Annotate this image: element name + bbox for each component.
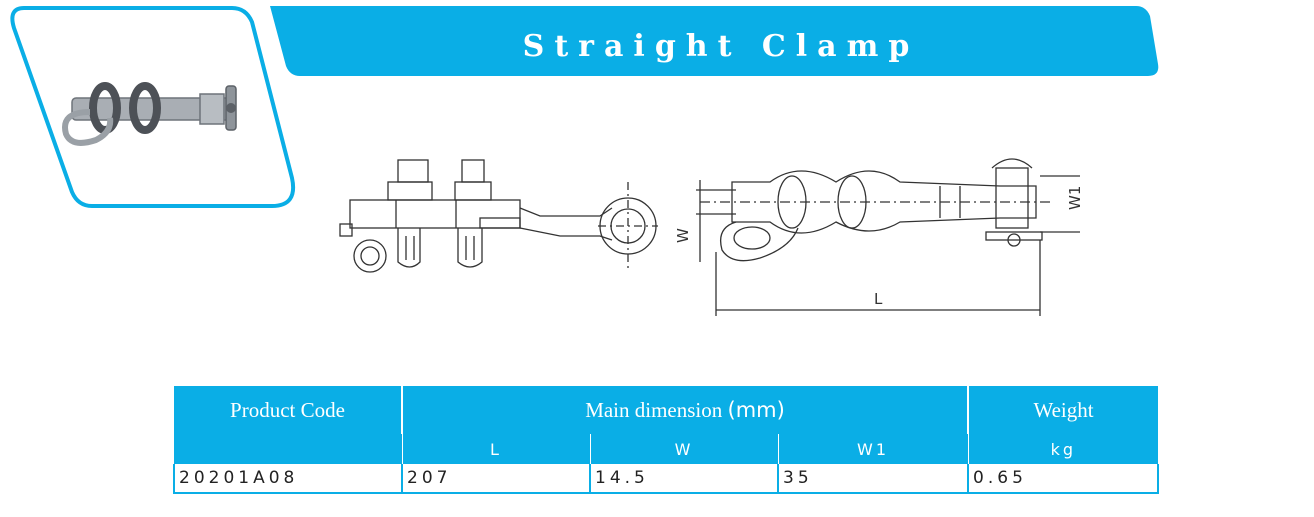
- subheader-w: W: [589, 434, 778, 464]
- dimension-label-w1: W1: [1066, 186, 1080, 210]
- header-main-dimension-label: Main dimension: [585, 397, 723, 422]
- title-banner: [270, 6, 1159, 76]
- header-main-dimension: Main dimension (mm): [400, 386, 970, 434]
- table-subheader-row: L W W1 kg: [174, 434, 1159, 464]
- subheader-l: L: [401, 434, 590, 464]
- product-thumbnail: [10, 6, 295, 208]
- subheader-w1: W1: [777, 434, 969, 464]
- subheader-blank: [174, 434, 402, 464]
- cell-weight: 0.65: [967, 464, 1160, 494]
- header-unit: (mm): [727, 397, 785, 422]
- cell-w1: 35: [776, 464, 969, 494]
- table-row: 20201A08 207 14.5 35 0.65: [173, 464, 1160, 494]
- header-product-code: Product Code: [174, 386, 402, 434]
- table-header-row: Product Code Main dimension (mm) Weight: [174, 386, 1159, 434]
- subheader-kg: kg: [967, 434, 1159, 464]
- cell-w: 14.5: [589, 464, 778, 494]
- technical-drawing: W W1 L: [339, 158, 1080, 316]
- page-title: Straight Clamp: [522, 29, 920, 64]
- cell-l: 207: [401, 464, 590, 494]
- dimension-label-w: W: [674, 228, 692, 243]
- dimension-label-l: L: [874, 290, 883, 308]
- clamp-photo-icon: [62, 82, 237, 146]
- cell-product-code: 20201A08: [173, 464, 402, 494]
- header-weight: Weight: [968, 386, 1159, 434]
- specification-table: Product Code Main dimension (mm) Weight …: [173, 386, 1160, 494]
